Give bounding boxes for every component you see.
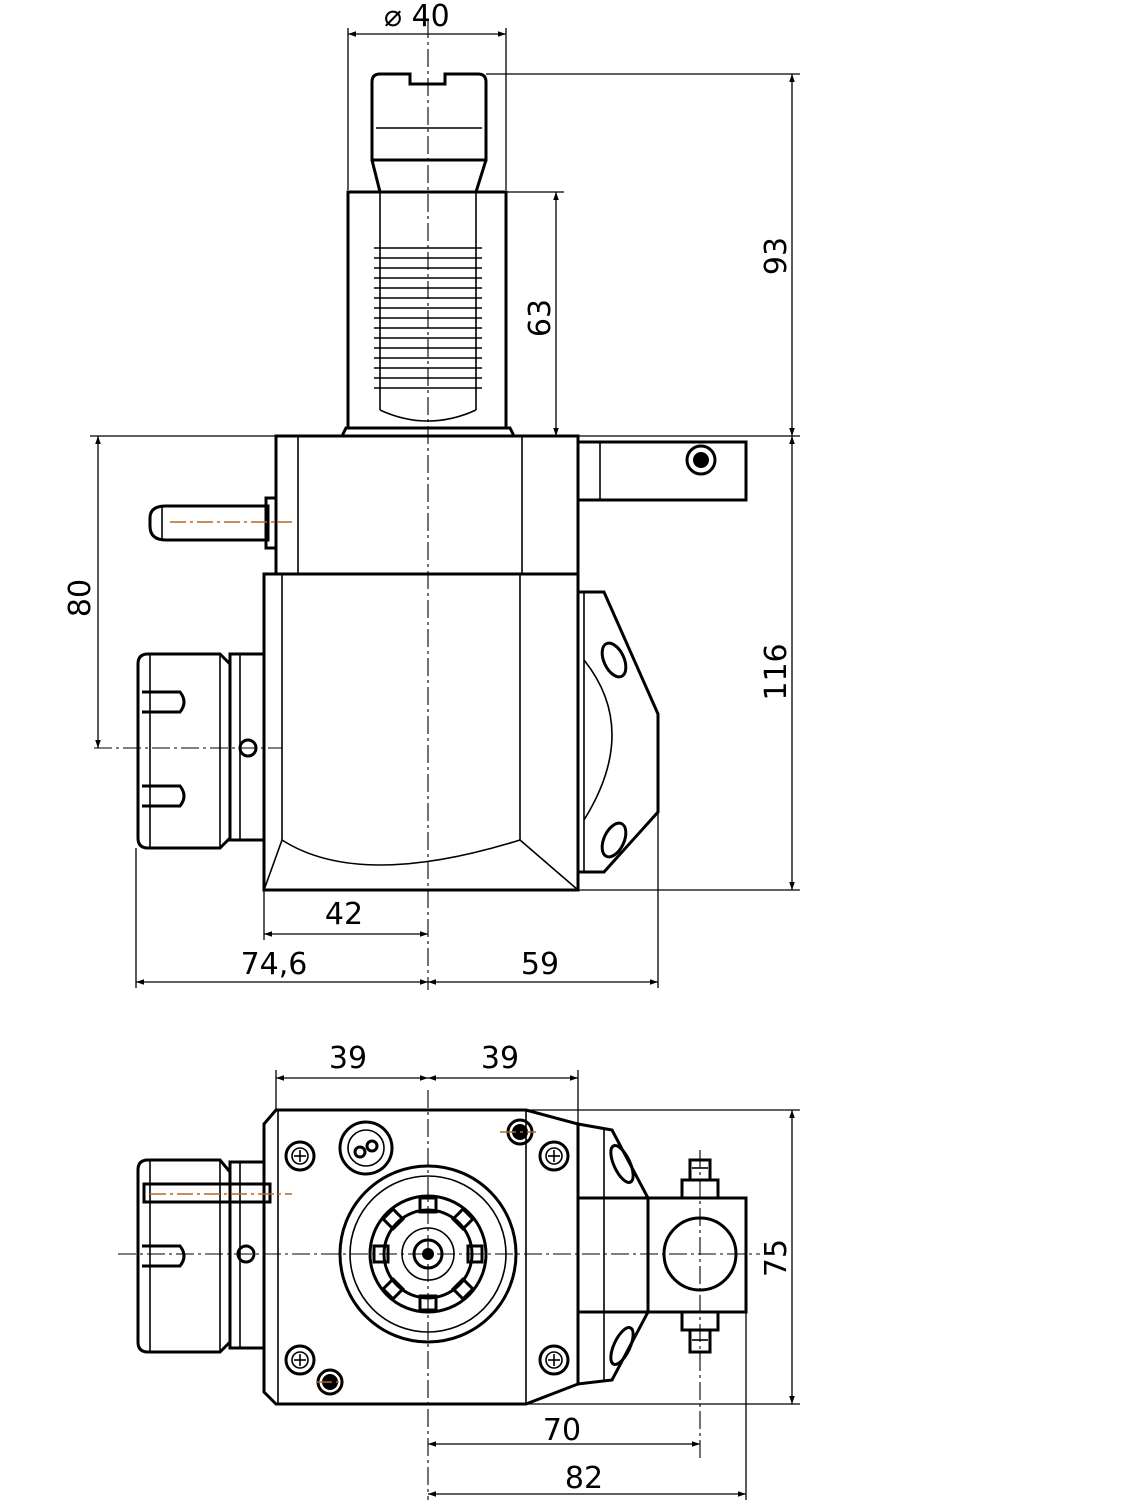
dim-text-body-height: 116	[759, 643, 794, 700]
dim-text-right-half: 39	[481, 1041, 519, 1076]
dimension-93: 93	[486, 73, 800, 437]
screw-top-left	[284, 1140, 316, 1172]
dim-text-left-extent: 74,6	[241, 947, 308, 982]
dimension-82: 82	[428, 1312, 747, 1500]
screw-bottom-right	[538, 1344, 570, 1376]
side-flange	[576, 590, 660, 874]
screw-bottom-left	[284, 1344, 316, 1376]
collet-nut-bottom	[136, 1158, 272, 1354]
dim-text-shank-diameter: ⌀ 40	[384, 0, 450, 34]
dim-text-left-half: 39	[329, 1041, 367, 1076]
dimension-116: 116	[578, 436, 800, 891]
dim-text-shank-length: 63	[523, 299, 558, 337]
body-plate	[262, 1108, 580, 1406]
dim-text-total-top: 93	[759, 237, 794, 275]
dim-text-tool-height: 80	[63, 579, 98, 617]
screw-top-right	[538, 1140, 570, 1172]
dim-text-right-extent: 59	[521, 947, 559, 982]
bottom-view: 39 39 75 70 82	[118, 1041, 800, 1500]
dim-text-total-width: 82	[565, 1461, 603, 1496]
dim-text-collet-offset: 42	[325, 897, 363, 932]
dimension-74-6: 74,6	[135, 848, 428, 988]
dimension-42: 42	[263, 890, 428, 940]
dimension-70: 70	[428, 1413, 700, 1448]
collet-nut	[136, 652, 266, 850]
dimension-39-right: 39	[428, 1041, 579, 1124]
side-view: ⌀ 40 93 63 80 116 42	[63, 0, 800, 990]
dim-text-clamp-offset: 70	[543, 1413, 581, 1448]
dimension-diameter-40: ⌀ 40	[347, 0, 507, 190]
dimension-59: 59	[428, 812, 659, 988]
dim-text-height: 75	[759, 1239, 794, 1277]
dimension-63: 63	[486, 191, 564, 436]
dimension-75: 75	[526, 1109, 800, 1405]
body-upper	[148, 434, 748, 576]
dimension-80: 80	[63, 435, 276, 748]
coolant-port	[338, 1120, 394, 1176]
body-lower	[262, 572, 580, 892]
dimension-39-left: 39	[275, 1041, 428, 1110]
